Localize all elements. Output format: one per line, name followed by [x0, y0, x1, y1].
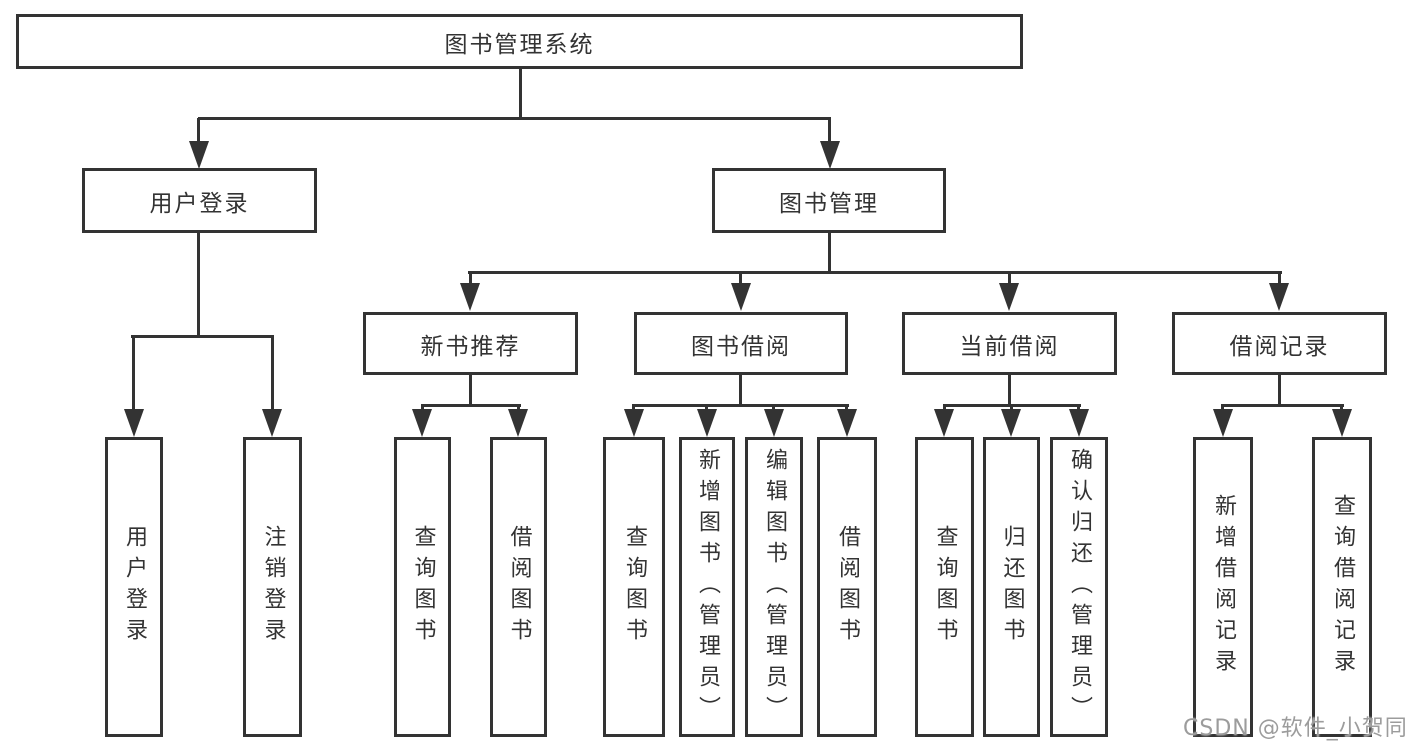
arrow-book-mgmt-shaft	[828, 118, 831, 144]
node-borrow-records: 借阅记录	[1172, 312, 1387, 375]
arrowhead-down-icon	[1332, 409, 1352, 437]
arrowhead-down-icon	[837, 409, 857, 437]
arrow-leaf-user-login-shaft	[132, 338, 135, 411]
connector-user-login-stem	[197, 233, 200, 337]
leaf-query-books-2-label: 查询图书	[622, 525, 647, 649]
arrow-user-login-shaft	[197, 118, 200, 144]
arrowhead-down-icon	[624, 409, 644, 437]
leaf-query-books-1-label: 查询图书	[410, 525, 436, 649]
arrowhead-down-icon	[460, 283, 480, 311]
leaf-add-book-admin-label: 新增图书（管理员）	[695, 447, 720, 727]
leaf-edit-book-admin: 编辑图书（管理员）	[745, 437, 803, 737]
leaf-confirm-return-admin-label: 确认归还（管理员）	[1067, 447, 1092, 727]
arrow-new-book-rec-shaft	[469, 274, 472, 284]
arrowhead-down-icon	[764, 409, 784, 437]
connector-root-trunk	[519, 69, 522, 117]
arrow-book-borrow-shaft	[739, 274, 742, 284]
node-root: 图书管理系统	[16, 14, 1023, 69]
arrowhead-down-icon	[1069, 409, 1089, 437]
arrowhead-down-icon	[262, 409, 282, 437]
connector-borrow-records-children	[1221, 404, 1344, 407]
arrowhead-down-icon	[412, 409, 432, 437]
arrow-borrow-records-shaft	[1278, 274, 1281, 284]
arrowhead-down-icon	[124, 409, 144, 437]
node-user-login-label: 用户登录	[149, 190, 250, 217]
node-borrow-records-label: 借阅记录	[1229, 333, 1330, 360]
arrowhead-down-icon	[820, 141, 840, 169]
node-root-label: 图书管理系统	[444, 31, 595, 58]
leaf-edit-book-admin-label: 编辑图书（管理员）	[762, 447, 787, 727]
leaf-borrow-books-1-label: 借阅图书	[506, 525, 532, 649]
leaf-return-books-label: 归还图书	[999, 525, 1025, 649]
arrowhead-down-icon	[934, 409, 954, 437]
leaf-query-borrow-record: 查询借阅记录	[1312, 437, 1372, 737]
connector-new-book-rec-children	[421, 404, 521, 407]
node-current-borrow-label: 当前借阅	[959, 333, 1060, 360]
connector-current-borrow-children	[943, 404, 1081, 407]
connector-current-borrow-stem	[1008, 375, 1011, 405]
connector-level2	[198, 117, 831, 120]
leaf-user-login-label: 用户登录	[122, 525, 147, 649]
leaf-confirm-return-admin: 确认归还（管理员）	[1050, 437, 1108, 737]
leaf-add-book-admin: 新增图书（管理员）	[679, 437, 735, 737]
arrow-leaf-logout-shaft	[271, 338, 274, 411]
connector-book-mgmt-stem	[828, 233, 831, 273]
leaf-add-borrow-record: 新增借阅记录	[1193, 437, 1253, 737]
leaf-query-borrow-record-label: 查询借阅记录	[1330, 494, 1355, 680]
node-new-book-rec-label: 新书推荐	[420, 333, 521, 360]
leaf-borrow-books-2-label: 借阅图书	[835, 525, 860, 649]
arrowhead-down-icon	[697, 409, 717, 437]
leaf-query-books-3: 查询图书	[915, 437, 974, 737]
leaf-borrow-books-1: 借阅图书	[490, 437, 547, 737]
arrowhead-down-icon	[189, 141, 209, 169]
arrowhead-down-icon	[1269, 283, 1289, 311]
node-book-mgmt: 图书管理	[712, 168, 946, 233]
leaf-query-books-1: 查询图书	[394, 437, 451, 737]
csdn-watermark: CSDN @软件_小贺同学	[1183, 716, 1405, 741]
leaf-logout: 注销登录	[243, 437, 302, 737]
leaf-query-books-3-label: 查询图书	[932, 525, 958, 649]
node-new-book-rec: 新书推荐	[363, 312, 578, 375]
connector-borrow-records-stem	[1278, 375, 1281, 405]
arrowhead-down-icon	[999, 283, 1019, 311]
connector-level3	[468, 271, 1282, 274]
leaf-logout-label: 注销登录	[260, 525, 286, 649]
leaf-query-books-2: 查询图书	[603, 437, 665, 737]
node-book-borrow-label: 图书借阅	[691, 333, 791, 360]
leaf-return-books: 归还图书	[983, 437, 1040, 737]
connector-user-login-children	[131, 335, 274, 338]
arrowhead-down-icon	[1213, 409, 1233, 437]
leaf-add-borrow-record-label: 新增借阅记录	[1211, 494, 1236, 680]
connector-book-borrow-children	[632, 404, 849, 407]
arrowhead-down-icon	[1001, 409, 1021, 437]
node-user-login: 用户登录	[82, 168, 317, 233]
node-book-mgmt-label: 图书管理	[779, 190, 879, 217]
arrowhead-down-icon	[508, 409, 528, 437]
connector-new-book-rec-stem	[469, 375, 472, 405]
leaf-borrow-books-2: 借阅图书	[817, 437, 877, 737]
connector-book-borrow-stem	[739, 375, 742, 405]
node-book-borrow: 图书借阅	[634, 312, 848, 375]
arrowhead-down-icon	[731, 283, 751, 311]
arrow-current-borrow-shaft	[1008, 274, 1011, 284]
leaf-user-login: 用户登录	[105, 437, 163, 737]
node-current-borrow: 当前借阅	[902, 312, 1117, 375]
